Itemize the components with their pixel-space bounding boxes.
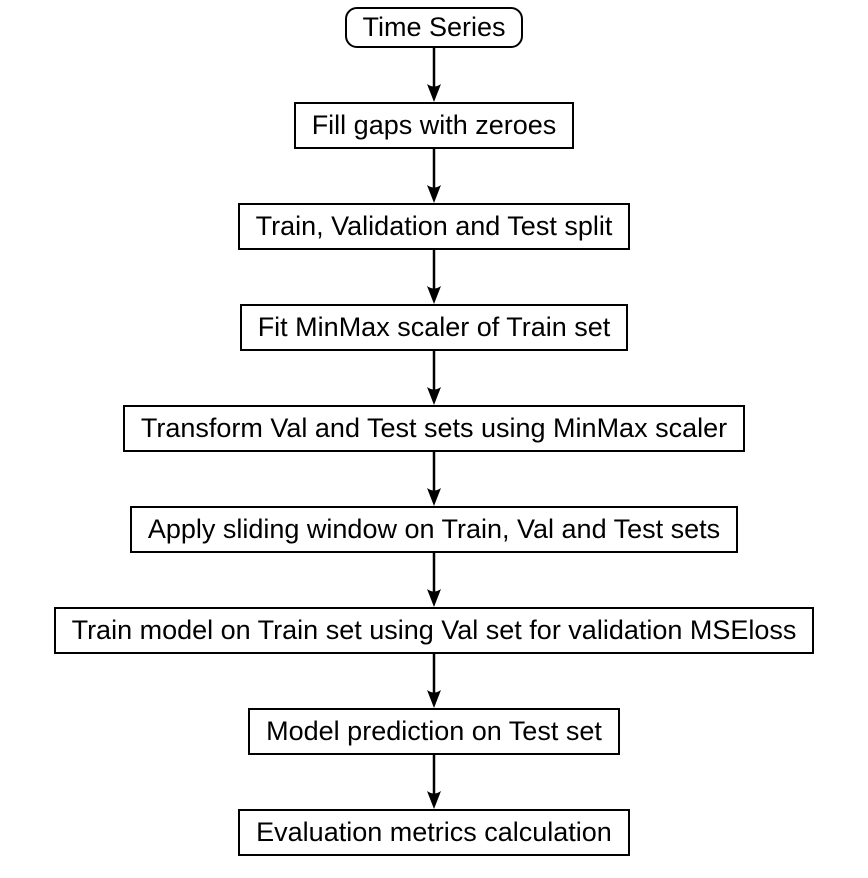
flow-node-time-series: Time Series (345, 7, 523, 48)
flow-node-train-model: Train model on Train set using Val set f… (53, 607, 815, 654)
arrow-down-icon (427, 250, 441, 304)
flow-node-apply-sliding-window: Apply sliding window on Train, Val and T… (129, 506, 739, 553)
arrow-down-icon (427, 48, 441, 102)
arrow-down-icon (427, 654, 441, 708)
flow-node-train-val-test-split: Train, Validation and Test split (237, 203, 631, 250)
flow-node-fit-minmax-scaler: Fit MinMax scaler of Train set (239, 304, 629, 351)
flow-node-model-prediction: Model prediction on Test set (248, 708, 620, 755)
arrow-down-icon (427, 553, 441, 607)
arrow-down-icon (427, 452, 441, 506)
flow-node-fill-gaps: Fill gaps with zeroes (293, 102, 575, 149)
arrow-down-icon (427, 351, 441, 405)
arrow-down-icon (427, 149, 441, 203)
flow-node-transform-val-test: Transform Val and Test sets using MinMax… (122, 405, 746, 452)
arrow-down-icon (427, 755, 441, 809)
flow-node-evaluation-metrics: Evaluation metrics calculation (238, 809, 630, 856)
